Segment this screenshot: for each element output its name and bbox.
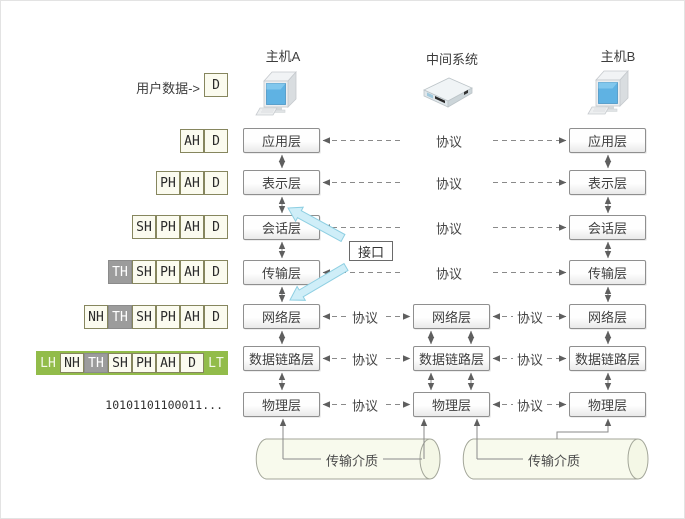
pdu-cell: PH [156, 305, 180, 329]
middle-network-layer-box: 网络层 [413, 304, 490, 329]
pdu-row-transport: TH SH PH AH D [108, 260, 228, 284]
host-b-transport-layer-box: 传输层 [569, 260, 646, 285]
pdu-cell: D [204, 129, 228, 153]
pdu-cell-transport-header: TH [84, 353, 108, 373]
host-a-network-layer-box: 网络层 [243, 304, 320, 329]
pdu-cell: SH [132, 260, 156, 284]
host-b-application-layer-box: 应用层 [569, 128, 646, 153]
middle-interlayer-arrows [427, 330, 475, 391]
pdu-cell: D [204, 171, 228, 195]
transmission-medium-cylinder-right [462, 438, 649, 480]
host-a-physical-layer-box: 物理层 [243, 392, 320, 417]
host-b-computer-icon [587, 70, 629, 115]
pdu-cell: D [204, 260, 228, 284]
pdu-cell-frame-header: LH [40, 355, 56, 371]
pdu-cell: PH [132, 353, 156, 373]
pdu-cell: D [204, 73, 228, 97]
pdu-cell: D [180, 353, 204, 373]
pdu-cell: AH [180, 171, 204, 195]
protocol-label-presentation: 协议 [431, 173, 467, 193]
host-a-title: 主机A [265, 49, 301, 64]
pdu-cell-transport-header: TH [108, 305, 132, 329]
host-a-presentation-layer-box: 表示层 [243, 170, 320, 195]
protocol-label-application: 协议 [431, 131, 467, 151]
pdu-row-application: AH D [180, 129, 228, 153]
pdu-cell: PH [156, 171, 180, 195]
host-b-datalink-layer-box: 数据链路层 [569, 346, 646, 371]
host-b-network-layer-box: 网络层 [569, 304, 646, 329]
binary-bitstream-text: 10101101100011... [105, 398, 223, 412]
transmission-medium-cylinder-left [255, 438, 441, 480]
pdu-row-network: NH TH SH PH AH D [84, 305, 228, 329]
pdu-cell: D [204, 215, 228, 239]
pdu-cell: AH [180, 215, 204, 239]
host-b-session-layer-box: 会话层 [569, 215, 646, 240]
protocol-label-transport: 协议 [431, 263, 467, 283]
intermediate-router-icon [423, 77, 473, 108]
protocol-label-network-right: 协议 [512, 307, 548, 327]
host-a-session-layer-box: 会话层 [243, 215, 320, 240]
pdu-cell-network-header: NH [84, 305, 108, 329]
protocol-label-datalink-left: 协议 [347, 349, 383, 369]
user-data-label: 用户数据-> [136, 81, 200, 96]
protocol-label-physical-right: 协议 [512, 395, 548, 415]
pdu-cell: AH [180, 129, 204, 153]
transmission-medium-label-left: 传输介质 [325, 453, 379, 469]
pdu-cell-frame-trailer: LT [208, 355, 224, 371]
pdu-row-datalink-frame: LH NH TH SH PH AH D LT [36, 351, 228, 375]
pdu-row-presentation: PH AH D [156, 171, 228, 195]
pdu-cell: SH [132, 305, 156, 329]
host-b-physical-layer-box: 物理层 [569, 392, 646, 417]
middle-datalink-layer-box: 数据链路层 [413, 346, 490, 371]
physical-medium-connectors [279, 418, 612, 459]
protocol-label-session: 协议 [431, 218, 467, 238]
pdu-cell-network-header: NH [60, 353, 84, 373]
host-b-presentation-layer-box: 表示层 [569, 170, 646, 195]
interface-label-box: 接口 [349, 241, 393, 261]
pdu-cell: AH [156, 353, 180, 373]
pdu-cell: AH [180, 260, 204, 284]
pdu-cell: D [204, 305, 228, 329]
pdu-cell: PH [156, 215, 180, 239]
middle-physical-layer-box: 物理层 [413, 392, 490, 417]
pdu-cell: AH [180, 305, 204, 329]
transmission-medium-label-right: 传输介质 [527, 453, 581, 469]
protocol-label-network-left: 协议 [347, 307, 383, 327]
pdu-cell-transport-header: TH [108, 260, 132, 284]
protocol-label-physical-left: 协议 [347, 395, 383, 415]
intermediate-system-title: 中间系统 [425, 52, 479, 67]
pdu-cell: SH [132, 215, 156, 239]
host-b-title: 主机B [600, 49, 636, 64]
pdu-cell: SH [108, 353, 132, 373]
host-a-datalink-layer-box: 数据链路层 [243, 346, 320, 371]
pdu-cell: PH [156, 260, 180, 284]
pdu-row-user-data: D [204, 73, 228, 97]
pdu-row-session: SH PH AH D [132, 215, 228, 239]
host-a-transport-layer-box: 传输层 [243, 260, 320, 285]
host-a-application-layer-box: 应用层 [243, 128, 320, 153]
protocol-label-datalink-right: 协议 [512, 349, 548, 369]
host-a-computer-icon [255, 71, 297, 116]
